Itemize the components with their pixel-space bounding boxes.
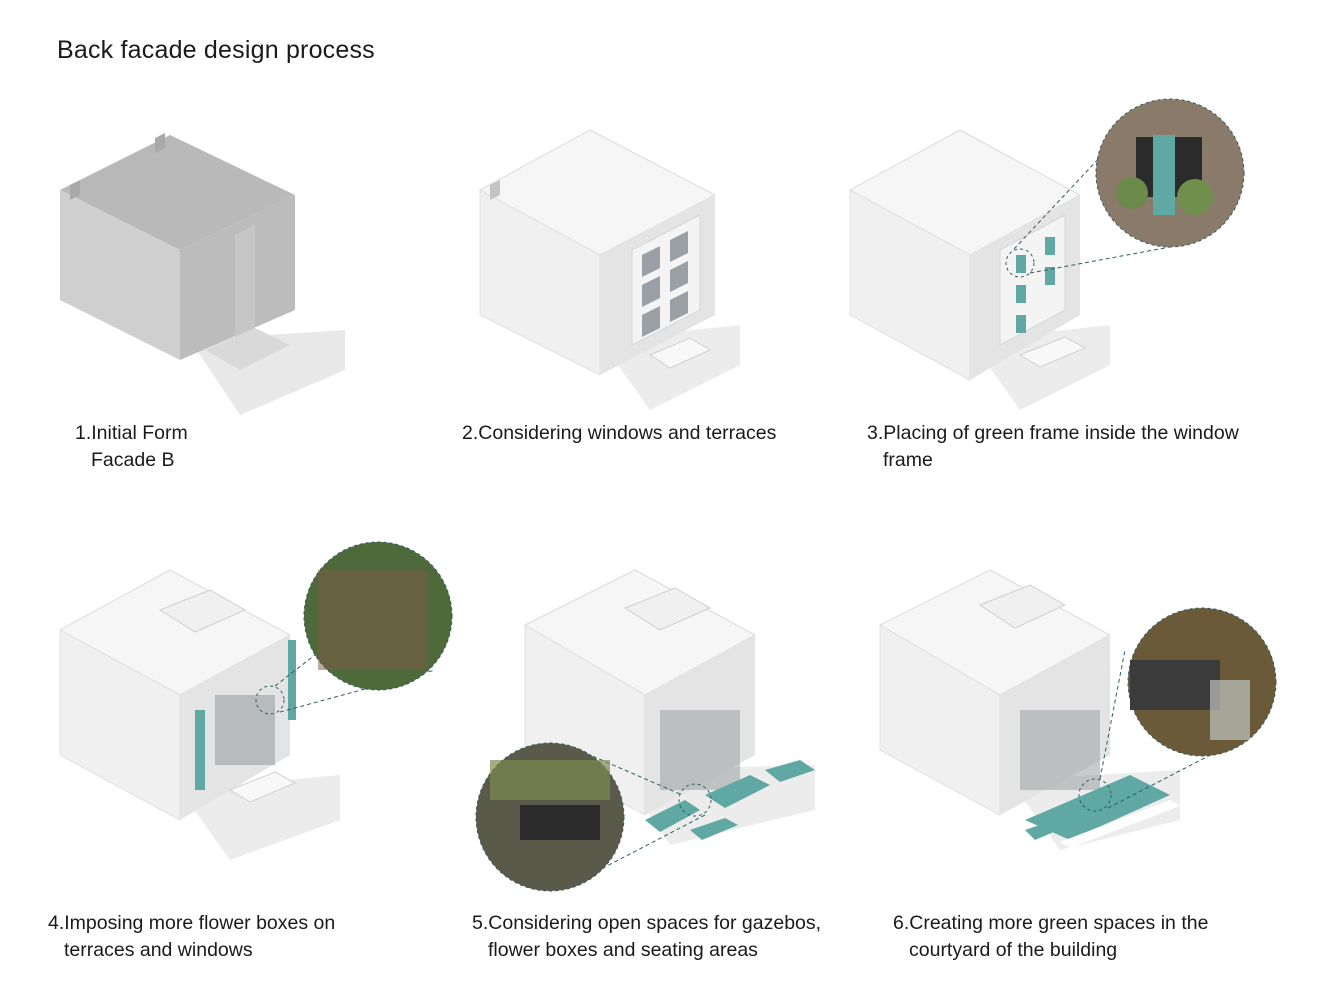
courtyard-green-spaces-illustration [878, 569, 1277, 850]
step-1-number: 1. [75, 422, 92, 444]
step-2-panel: 2.Considering windows and terraces [460, 110, 790, 444]
step-5-caption: 5.Considering open spaces for gazebos, f… [472, 910, 821, 964]
step-3-number: 3. [867, 422, 884, 444]
step-5-panel: 5.Considering open spaces for gazebos, f… [470, 560, 850, 961]
step-6-number: 6. [893, 912, 910, 934]
step-6-line1: Creating more green spaces in the [909, 912, 1209, 934]
open-spaces-building-illustration [475, 569, 815, 892]
step-4-number: 4. [48, 912, 65, 934]
step-3-panel: 3.Placing of green frame inside the wind… [840, 95, 1280, 471]
step-6-caption: 6.Creating more green spaces in the cour… [893, 910, 1208, 964]
step-5-number: 5. [472, 912, 489, 934]
step-1-line2: Facade B [91, 449, 175, 471]
step-1-caption: 1.Initial Form Facade B [75, 420, 188, 474]
step-2-number: 2. [462, 422, 479, 444]
step-2-caption: 2.Considering windows and terraces [462, 420, 776, 447]
step-5-line2: flower boxes and seating areas [488, 939, 758, 961]
step-1-line1: Initial Form [91, 422, 188, 444]
flower-boxes-building-illustration [58, 541, 453, 860]
step-6-line2: courtyard of the building [909, 939, 1118, 961]
step-5-line1: Considering open spaces for gazebos, [488, 912, 822, 934]
step-4-line2: terraces and windows [64, 939, 253, 961]
page-title: Back facade design process [57, 36, 375, 64]
step-3-line1: Placing of green frame inside the window [883, 422, 1239, 444]
step-2-line1: Considering windows and terraces [478, 422, 777, 444]
step-6-panel: 6.Creating more green spaces in the cour… [878, 550, 1300, 961]
initial-form-building-illustration [60, 133, 345, 415]
step-4-panel: 4.Imposing more flower boxes on terraces… [48, 540, 460, 961]
step-1-panel: 1.Initial Form Facade B [40, 110, 370, 471]
step-4-caption: 4.Imposing more flower boxes on terraces… [48, 910, 335, 964]
green-frame-building-illustration [848, 98, 1245, 410]
step-4-line1: Imposing more flower boxes on [64, 912, 336, 934]
windows-terraces-building-illustration [478, 129, 740, 410]
step-3-caption: 3.Placing of green frame inside the wind… [867, 420, 1239, 474]
step-3-line2: frame [883, 449, 933, 471]
